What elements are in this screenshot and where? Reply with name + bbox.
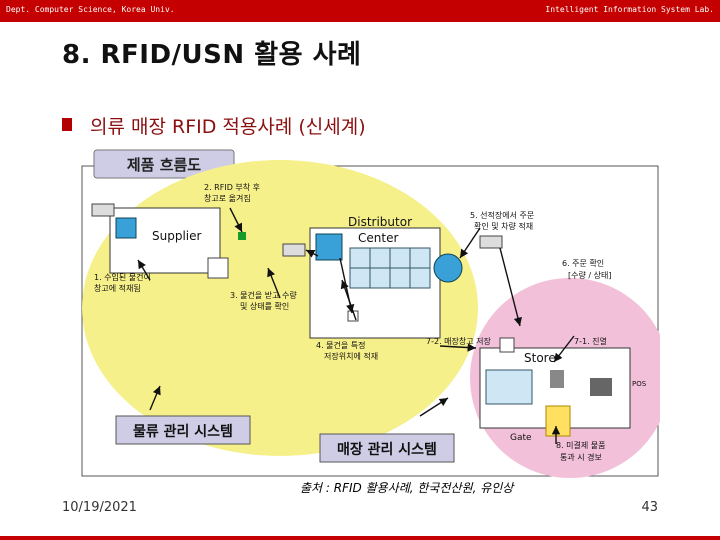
svg-text:물류 관리 시스템: 물류 관리 시스템: [133, 423, 233, 440]
storage-rack: [349, 247, 431, 289]
footer-bar: [0, 536, 720, 540]
store-system-label: 매장 관리 시스템: [319, 433, 455, 463]
box-icon: [207, 257, 229, 279]
truck-icon: [479, 235, 503, 249]
step-4-label: 4. 물건을 특정: [316, 340, 366, 350]
svg-text:POS: POS: [632, 380, 647, 388]
step-7-2-label: 7-2. 매장창고 저장: [426, 336, 491, 346]
pos-terminal-icon: [590, 378, 612, 396]
slide-date: 10/19/2021: [62, 500, 137, 515]
svg-text:저장위치에 적재: 저장위치에 적재: [324, 351, 378, 361]
truck-icon: [282, 243, 306, 257]
person-icon: [550, 370, 564, 388]
flow-arrows: [137, 207, 575, 444]
svg-text:Gate: Gate: [510, 433, 532, 443]
source-citation: 출처 : RFID 활용사례, 한국전산원, 유인상: [300, 481, 514, 495]
truck-icon: [91, 203, 115, 217]
box-icon: [499, 337, 515, 353]
step-5-label: 5. 선적장에서 주문: [470, 210, 534, 220]
header-dept: Dept. Computer Science, Korea Univ.: [6, 5, 175, 14]
header-lab: Intelligent Information System Lab.: [545, 5, 714, 14]
header-bar: Dept. Computer Science, Korea Univ. Inte…: [0, 0, 720, 22]
rfid-tag-icon: [238, 232, 246, 240]
svg-text:통과 시 경보: 통과 시 경보: [560, 452, 602, 462]
step-6-label: 6. 주문 확인: [562, 258, 604, 268]
svg-text:[수량 / 상태]: [수량 / 상태]: [568, 270, 611, 280]
store-building: Store POS Gate: [479, 337, 647, 443]
step-labels: 2. RFID 부착 후 창고로 옮겨짐 1. 수입된 물건이 창고에 적재됨 …: [94, 183, 611, 462]
product-flow-diagram: 제품 흐름도 Supplier Distributor Center Store: [81, 149, 660, 478]
svg-text:제품 흐름도: 제품 흐름도: [127, 156, 201, 174]
bullet-square-icon: [62, 118, 72, 131]
svg-text:Store: Store: [524, 351, 556, 365]
step-2-label: 2. RFID 부착 후: [204, 183, 260, 192]
step-3-label: 3. 물건을 받고 수량: [230, 290, 297, 300]
logistics-system-label: 물류 관리 시스템: [115, 415, 251, 445]
svg-text:및 상태를 확인: 및 상태를 확인: [240, 301, 289, 311]
step-1-label: 1. 수입된 물건이: [94, 272, 151, 282]
page-number: 43: [641, 500, 658, 515]
flow-title-box: 제품 흐름도: [93, 149, 235, 179]
dispatch-icon: [433, 253, 463, 283]
svg-text:Center: Center: [358, 231, 398, 245]
supplier-building: Supplier: [109, 207, 221, 274]
svg-text:Distributor: Distributor: [348, 215, 412, 229]
step-8-label: 8. 미결제 물품: [556, 440, 606, 450]
step-7-1-label: 7-1. 진열: [574, 336, 607, 346]
distributor-center: Distributor Center: [309, 215, 441, 339]
gate-alarm-icon: [545, 405, 571, 437]
bullet-text: 의류 매장 RFID 적용사례 (신세계): [90, 116, 366, 138]
svg-text:매장 관리 시스템: 매장 관리 시스템: [337, 441, 437, 458]
svg-text:Supplier: Supplier: [152, 229, 202, 243]
slide-title: 8. RFID/USN 활용 사례: [62, 40, 362, 70]
svg-text:창고로 옮겨짐: 창고로 옮겨짐: [204, 193, 251, 203]
svg-text:창고에 적재됨: 창고에 적재됨: [94, 283, 141, 293]
svg-text:확인 및 차량 적재: 확인 및 차량 적재: [474, 221, 533, 231]
